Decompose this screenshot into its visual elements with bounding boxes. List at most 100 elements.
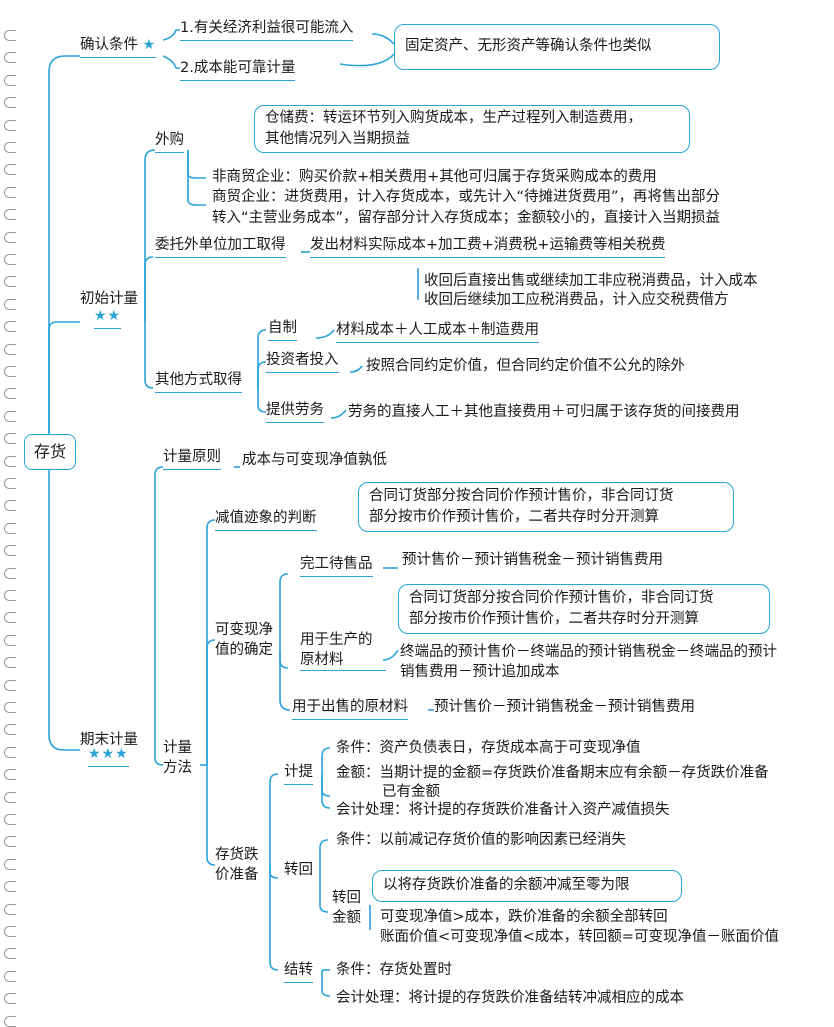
binding-ring: [4, 523, 16, 534]
self-made-formula: 材料成本＋人工成本＋制造费用: [336, 320, 539, 343]
contract-note-2: 合同订货部分按合同价作预计售价，非合同订货 部分按市价作预计售价，二者共存时分开…: [398, 584, 770, 634]
binding-ring: [4, 30, 16, 41]
binding-ring: [4, 971, 16, 982]
binding-ring: [4, 881, 16, 892]
binding-ring: [4, 702, 16, 713]
binding-ring: [4, 321, 16, 332]
method-title: 计量方法: [163, 740, 192, 776]
transfer-condition: 条件：存货处置时: [336, 962, 452, 978]
binding-ring: [4, 612, 16, 623]
finished-goods-title: 完工待售品: [300, 554, 373, 577]
binding-ring: [4, 164, 16, 175]
binding-ring: [4, 299, 16, 310]
binding-ring: [4, 276, 16, 287]
binding-ring: [4, 568, 16, 579]
binding-ring: [4, 478, 16, 489]
root-node: 存货: [24, 434, 76, 470]
contract-note-2-line-1: 合同订货部分按合同价作预计售价，非合同订货: [409, 590, 714, 606]
reverse-condition: 条件：以前减记存货价值的影响因素已经消失: [336, 832, 626, 848]
binding-ring: [4, 657, 16, 668]
trade-enterprise-line-1: 商贸企业：进货费用，计入存货成本，或先计入“待摊进货费用”，再将售出部分: [212, 189, 721, 205]
binding-ring: [4, 926, 16, 937]
reverse-case-1: 可变现净值>成本，跌价准备的余额全部转回: [380, 909, 668, 925]
binding-ring: [4, 388, 16, 399]
contract-note-2-line-2: 部分按市价作预计售价，二者共存时分开测算: [409, 611, 699, 627]
self-made-title: 自制: [268, 318, 297, 341]
accrue-amount-line-2: 已有金额: [382, 784, 440, 800]
recognition-stars: ★: [142, 37, 157, 53]
recognition-title: 确认条件 ★: [80, 35, 157, 58]
binding-ring: [4, 993, 16, 1004]
binding-ring: [4, 635, 16, 646]
binding-ring: [4, 500, 16, 511]
production-material-title: 用于生产的原材料: [300, 630, 386, 671]
binding-ring: [4, 948, 16, 959]
binding-ring: [4, 120, 16, 131]
binding-ring: [4, 814, 16, 825]
accrue-accounting: 会计处理：将计提的存货跌价准备计入资产减值损失: [336, 802, 670, 818]
storage-fee-note-line-2: 其他情况列入当期损益: [265, 131, 410, 147]
recognition-title-text: 确认条件: [80, 37, 138, 53]
principle-text: 成本与可变现净值孰低: [242, 452, 387, 468]
accrue-amount-line-1: 金额：当期计提的金额=存货跌价准备期末应有余额－存货跌价准备: [336, 765, 769, 781]
trade-enterprise-line-2: 转入“主营业务成本”，留存部分计入存货成本；金额较小的，直接计入当期损益: [212, 210, 721, 226]
binding-ring: [4, 859, 16, 870]
accrue-condition: 条件：资产负债表日，存货成本高于可变现净值: [336, 740, 641, 756]
binding-ring: [4, 769, 16, 780]
investor-text: 按照合同约定价值，但合同约定价值不公允的除外: [366, 358, 685, 374]
contract-note-1-line-1: 合同订货部分按合同价作预计售价，非合同订货: [369, 488, 674, 504]
contract-note-1: 合同订货部分按合同价作预计售价，非合同订货 部分按市价作预计售价，二者共存时分开…: [358, 482, 734, 532]
sale-material-formula: 预计售价－预计销售税金－预计销售费用: [434, 699, 695, 715]
storage-fee-note: 仓储费：转运环节列入购货成本，生产过程列入制造费用， 其他情况列入当期损益: [254, 105, 690, 153]
initial-title: 初始计量: [80, 291, 138, 307]
outsourced-note-1: 收回后直接出售或继续加工非应税消费品，计入成本: [424, 273, 758, 289]
binding-ring: [4, 75, 16, 86]
binding-ring: [4, 590, 16, 601]
transfer-accounting: 会计处理：将计提的存货跌价准备结转冲减相应的成本: [336, 990, 684, 1006]
binding-ring: [4, 792, 16, 803]
sale-material-title: 用于出售的原材料: [292, 697, 408, 720]
labor-text: 劳务的直接人工＋其他直接费用＋可归属于该存货的间接费用: [348, 404, 740, 420]
initial-stars: ★★: [94, 306, 122, 329]
binding-ring: [4, 254, 16, 265]
finished-goods-formula: 预计售价－预计销售税金－预计销售费用: [402, 552, 663, 568]
binding-ring: [4, 456, 16, 467]
binding-ring: [4, 209, 16, 220]
allowance-title: 存货跌价准备: [215, 847, 259, 883]
binding-ring: [4, 97, 16, 108]
accrue-title: 计提: [284, 762, 313, 785]
production-formula-line-2: 销售费用－预计追加成本: [400, 664, 560, 680]
binding-ring: [4, 411, 16, 422]
period-end-stars: ★★★: [88, 744, 129, 767]
contract-note-1-line-2: 部分按市价作预计售价，二者共存时分开测算: [369, 509, 659, 525]
outsourced-formula: 发出材料实际成本+加工费+消费税+运输费等相关税费: [310, 235, 666, 258]
reverse-limit-note: 以将存货跌价准备的余额冲减至零为限: [372, 870, 682, 902]
binding-ring: [4, 836, 16, 847]
purchase-title: 外购: [155, 130, 184, 153]
initial-stars-text: ★★: [94, 308, 122, 324]
investor-title: 投资者投入: [266, 350, 339, 373]
labor-title: 提供劳务: [266, 400, 324, 423]
nrv-title: 可变现净值的确定: [215, 622, 273, 658]
non-trade-enterprise: 非商贸企业：购买价款+相关费用+其他可归属于存货采购成本的费用: [212, 169, 657, 185]
recognition-note: 固定资产、无形资产等确认条件也类似: [394, 24, 720, 70]
period-end-stars-text: ★★★: [88, 746, 129, 762]
binding-ring: [4, 366, 16, 377]
binding-ring: [4, 142, 16, 153]
recognition-item-2: 2.成本能可靠计量: [180, 58, 296, 81]
binding-ring: [4, 433, 16, 444]
binding-ring: [4, 344, 16, 355]
reverse-title: 转回: [284, 862, 313, 878]
binding-ring: [4, 187, 16, 198]
transfer-title: 结转: [284, 960, 313, 983]
binding-ring: [4, 545, 16, 556]
production-formula-line-1: 终端品的预计售价－终端品的预计销售税金－终端品的预计: [400, 644, 777, 660]
outsourced-note-2: 收回后继续加工应税消费品，计入应交税费借方: [424, 292, 729, 308]
binding-ring: [4, 232, 16, 243]
outsourced-title: 委托外单位加工取得: [155, 235, 286, 258]
binding-ring: [4, 747, 16, 758]
recognition-item-1: 1.有关经济利益很可能流入: [180, 18, 354, 41]
other-ways-title: 其他方式取得: [155, 370, 242, 393]
binding-ring: [4, 680, 16, 691]
